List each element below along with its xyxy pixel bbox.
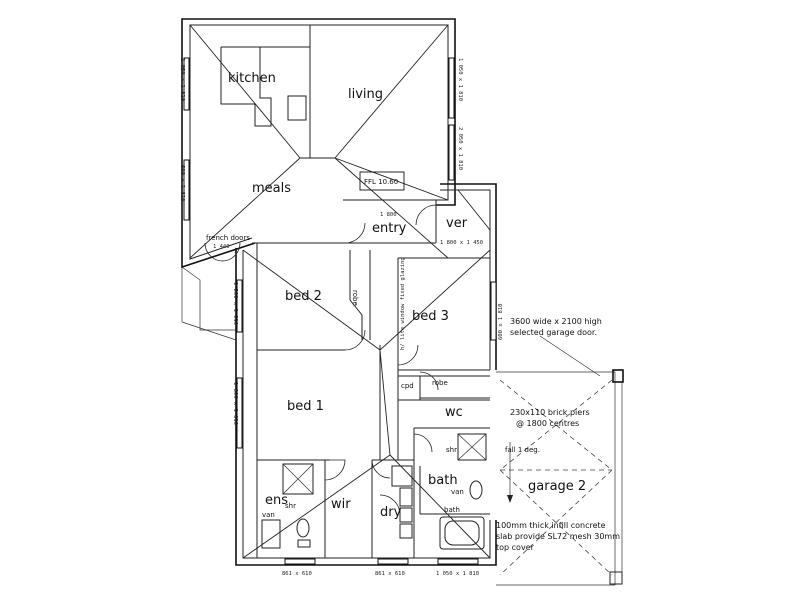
room-bath: bath <box>428 473 458 488</box>
window-meals-size: 600 x 1 810 <box>179 165 185 201</box>
label-van-bath: van <box>451 488 464 496</box>
floor-level-label: FFL 10.60 <box>364 178 398 186</box>
label-entry-width: 1 800 <box>380 212 397 218</box>
room-entry: entry <box>372 221 407 236</box>
room-dry: dry <box>380 505 402 520</box>
roof-lines <box>189 24 491 559</box>
room-bed1: bed 1 <box>287 399 324 414</box>
room-garage2: garage 2 <box>528 479 586 494</box>
note-slab-2: slab provide SL72 mesh 30mm <box>496 532 620 541</box>
label-fall: fall 1 deg. <box>505 446 540 454</box>
window-bed1-size: 1 800 x 1 810 <box>232 382 238 425</box>
garage <box>496 335 624 586</box>
label-robe-bed2: robe <box>351 290 359 306</box>
label-bath-tub: bath <box>444 506 460 514</box>
label-ver-size: 1 800 x 1 450 <box>440 240 483 246</box>
room-wir: wir <box>331 497 351 512</box>
label-robe-bed3: robe <box>432 379 448 387</box>
label-van-ens: van <box>262 511 275 519</box>
floor-level-box <box>359 171 405 191</box>
note-slab-1: 100mm thick infill concrete <box>496 521 606 530</box>
room-verandah: ver <box>446 216 468 231</box>
window-living-top-size: 1 050 x 1 810 <box>457 58 463 101</box>
note-piers-2: @ 1800 centres <box>516 419 579 428</box>
room-living: living <box>348 87 383 102</box>
window-bath-size: 1 050 x 1 810 <box>436 571 479 577</box>
window-bed2-size: 1 200 x 1 810 <box>232 282 238 325</box>
window-bed3-size: 600 x 1 810 <box>498 304 504 340</box>
room-bed2: bed 2 <box>285 289 322 304</box>
exterior-walls <box>181 18 497 566</box>
window-living-bottom-size: 2 050 x 1 810 <box>457 127 463 170</box>
label-bed3-glazing: h/ lite window fixed glazing <box>400 257 406 350</box>
label-shr-bath: shr <box>446 446 457 454</box>
note-garage-door-1: 3600 wide x 2100 high <box>510 317 602 326</box>
label-cpd: cpd <box>401 382 414 390</box>
window-kitchen-size: 1 050 x 1 810 <box>179 58 185 101</box>
room-bed3: bed 3 <box>412 309 449 324</box>
room-wc: wc <box>445 405 463 420</box>
label-french-doors-size: 1 440 <box>213 244 230 250</box>
window-dry-size: 861 x 610 <box>375 571 405 577</box>
door-swings <box>204 204 439 516</box>
label-shr-ens: shr <box>285 502 296 510</box>
room-kitchen: kitchen <box>228 71 276 86</box>
window-ens-size: 861 x 610 <box>282 571 312 577</box>
note-garage-door-2: selected garage door. <box>510 328 597 337</box>
room-meals: meals <box>252 181 291 196</box>
windows <box>183 57 497 565</box>
room-ens: ens <box>265 493 288 508</box>
label-french-doors: french doors <box>206 234 250 242</box>
note-piers-1: 230x110 brick piers <box>510 408 590 417</box>
note-slab-3: top cover <box>496 543 535 552</box>
